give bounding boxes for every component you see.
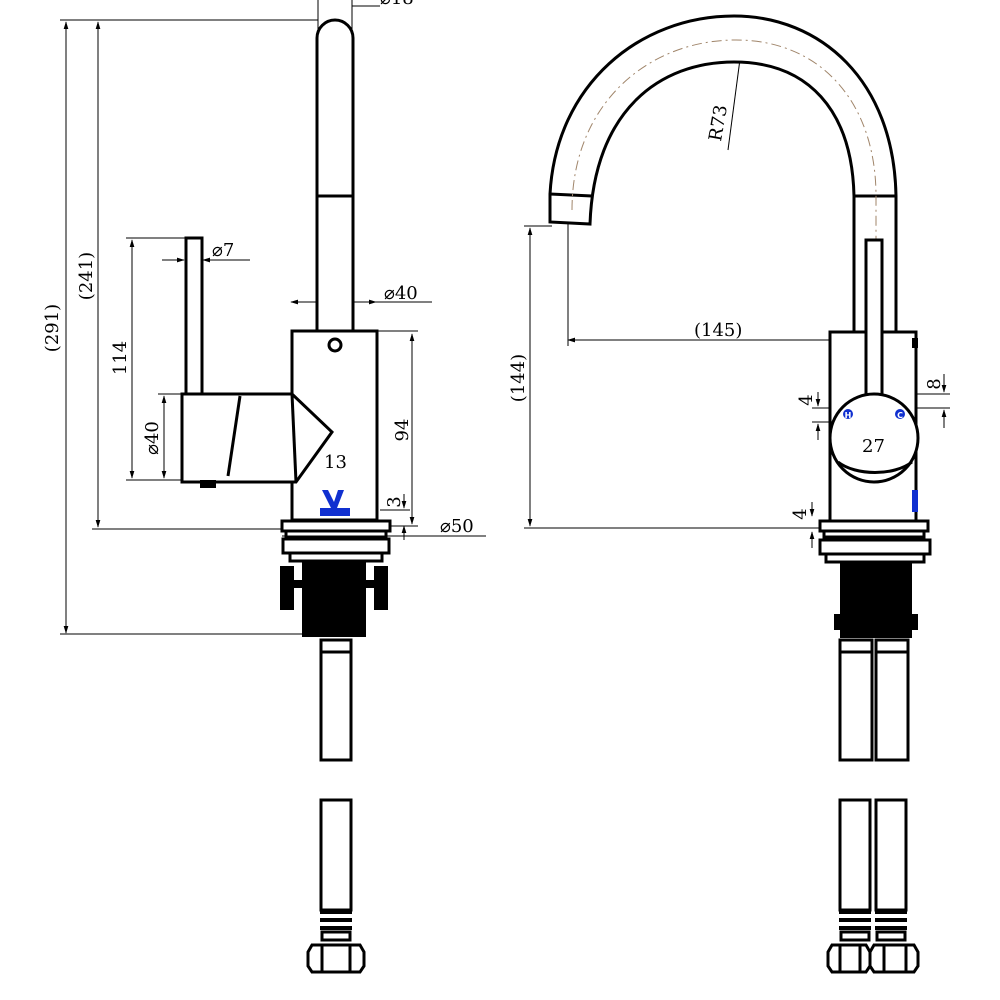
dim-body-height: 94 [392, 419, 413, 442]
right-handle-lever [864, 238, 884, 398]
dim-offset-13: 13 [324, 452, 347, 473]
dim-27: 27 [862, 436, 885, 457]
aerator-screw [327, 337, 343, 353]
dim-spout-height: (144) [508, 354, 529, 402]
dim-spout-radius: R73 [705, 103, 732, 143]
dim-reach: (145) [694, 320, 742, 341]
handle-pin [200, 480, 216, 488]
right-front-view: H C R73 (145) (144) [508, 14, 950, 974]
left-hose-lower [319, 798, 353, 912]
right-hose-nut-right [868, 943, 920, 974]
brand-marking [320, 490, 350, 516]
dim-spout-dia: ⌀18 [380, 0, 414, 9]
dim-4-top: 4 [796, 394, 817, 405]
dim-total-height: (291) [42, 304, 63, 352]
dim-gap-3: 3 [384, 496, 405, 507]
dim-height-to-deck: (241) [76, 252, 97, 300]
dim-base-dia: ⌀50 [440, 516, 474, 537]
left-hose-nut [306, 943, 366, 974]
left-stud-left [280, 566, 294, 610]
left-hose-upper [319, 638, 353, 762]
left-shank [302, 561, 366, 637]
hot-label: H [845, 411, 852, 420]
left-stud-right [374, 566, 388, 610]
left-dimension-lines [60, 0, 486, 635]
right-shank [840, 562, 912, 638]
dim-4-bottom: 4 [790, 508, 811, 519]
cold-marker [895, 409, 905, 419]
left-mount-ring [281, 537, 391, 555]
right-mount-ring [818, 538, 932, 556]
right-dimension-lines [524, 43, 950, 548]
right-hose-right-upper [874, 638, 910, 762]
left-side-view: (291) (241) 114 ⌀40 ⌀7 ⌀18 ⌀40 94 13 3 ⌀… [42, 0, 486, 974]
right-hose-left-lower [838, 798, 872, 912]
dim-lever-dia: ⌀7 [212, 240, 234, 261]
right-hose-nut-left [826, 943, 872, 974]
dim-handle-height: 114 [110, 341, 131, 375]
left-handle-lever [184, 236, 204, 398]
left-gasket [284, 529, 388, 539]
dim-handle-knob-dia: ⌀40 [142, 421, 163, 455]
dim-body-dia: ⌀40 [384, 283, 418, 304]
left-spout-tube [315, 18, 355, 332]
hot-marker [843, 409, 853, 419]
right-hose-left-upper [838, 638, 874, 762]
right-gooseneck-spout [548, 14, 898, 334]
right-hose-right-lower [874, 798, 908, 912]
cold-label: C [897, 411, 903, 420]
dim-8: 8 [924, 378, 945, 389]
